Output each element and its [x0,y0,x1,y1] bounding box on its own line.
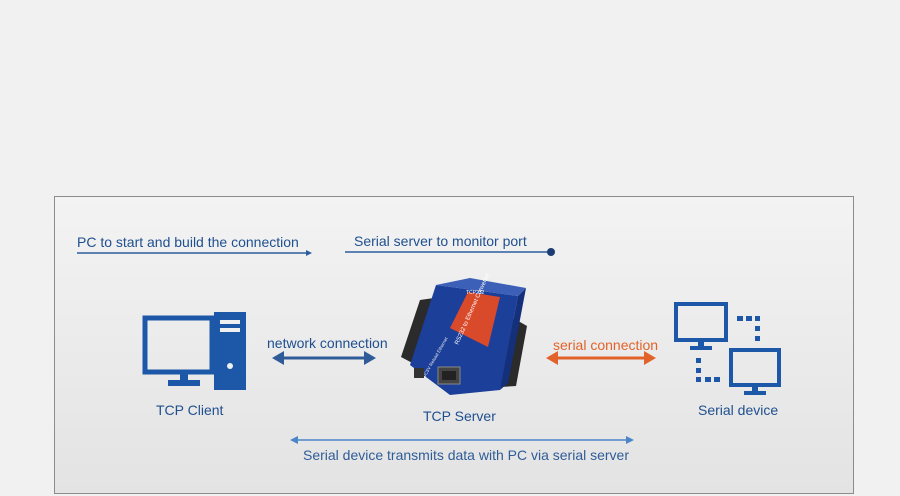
transmit-arrow [290,436,634,444]
tcp-server-label: TCP Server [423,408,496,424]
network-connection-arrow [272,351,376,365]
monitor-dot [547,248,555,256]
monitor-port-label: Serial server to monitor port [354,233,527,249]
transmit-label: Serial device transmits data with PC via… [303,447,630,463]
serial-connection-arrow [546,351,656,365]
svg-text:TCP232: TCP232 [466,290,485,296]
tcp-client-label: TCP Client [156,402,224,418]
network-connection-label: network connection [267,335,388,351]
start-connection-label: PC to start and build the connection [77,234,299,250]
desktop-computer-icon [142,312,246,390]
start-arrowhead [306,250,312,256]
serial-server-device-icon: TCP232 RS232 to Ethernet Converter DC5V … [401,273,527,395]
serial-device-label: Serial device [698,402,779,418]
serial-connection-label: serial connection [553,337,659,353]
monitors-network-icon [674,302,781,395]
